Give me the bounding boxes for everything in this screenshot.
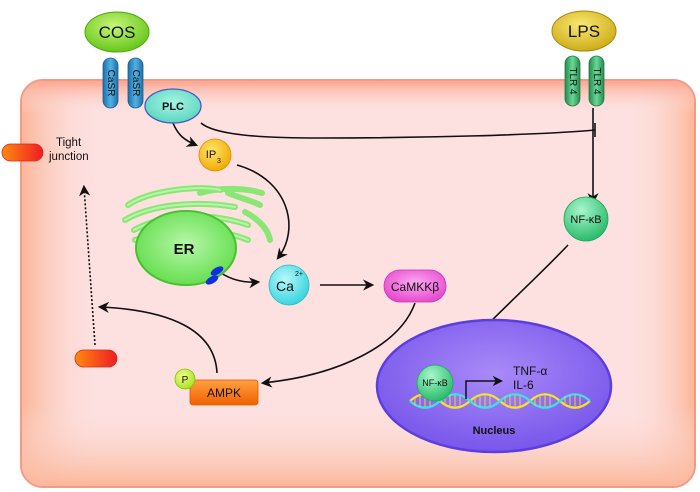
casr-receptor-2: CaSR [127,57,144,109]
calcium-label: Ca [276,278,294,294]
transcription-arrow [465,375,504,399]
calcium-ion-node: Ca 2+ [268,264,310,306]
tight-junction-label-2: junction [48,151,89,163]
ampk-node: AMPK P [174,368,259,406]
arrow-plc-to-ip3 [172,122,199,147]
camkkb-node: CaMKKβ [383,269,447,303]
phosphate-label: P [182,375,189,386]
tnf-alpha-label: TNF-α [513,364,547,378]
tlr4-label: TLR 4 [567,67,578,95]
nfkb-cytoplasmic-node: NF-κB [563,196,609,242]
lps-ligand: LPS [551,10,617,52]
nucleus: NF-κB TNF-α IL-6 Nucleus [375,318,613,454]
casr-label: CaSR [105,70,116,97]
calcium-charge: 2+ [295,271,303,278]
ip3-receptor-channel-icon [205,275,219,285]
er-label: ER [174,241,195,258]
casr-label: CaSR [130,70,141,97]
casr-receptor-1: CaSR [102,57,119,109]
tlr4-receptor-1: TLR 4 [564,55,581,107]
tight-junction-protein-icon [1,143,44,162]
ip3-node: IP 3 [198,138,232,172]
arrow-ampk-to-junction [97,301,218,374]
ampk-label: AMPK [207,386,241,400]
arrow-er-to-ca [220,272,261,289]
tlr4-label: TLR 4 [591,67,602,95]
cos-ligand: COS [84,11,150,53]
camkkb-label: CaMKKβ [391,280,439,294]
inhibit-plc-to-nfkb [200,122,596,139]
tight-junction-label-1: Tight [56,137,82,149]
arrow-ip3-to-er [236,164,290,260]
arrow-camkk-to-ampk [260,302,416,388]
nucleus-label: Nucleus [473,425,516,437]
ip3-label: IP [206,149,216,161]
cell [20,79,696,488]
il6-label: IL-6 [513,378,534,392]
tlr4-receptor-2: TLR 4 [588,55,605,107]
cytosolic-junction-protein-icon [74,349,118,368]
cos-label: COS [99,23,136,42]
nfkb-nuclear-node [416,364,454,402]
phosphate-group-icon [174,368,196,390]
nfkb-label: NF-κB [570,214,601,226]
nfkb-nuclear-label: NF-κB [422,378,448,388]
dna-helix-icon [409,393,591,409]
tight-junction: Tight junction [1,137,89,163]
er-organelle: ER [135,210,237,286]
lps-label: LPS [568,22,600,41]
plc-node: PLC [144,88,202,124]
ip3-subscript: 3 [217,158,221,165]
ip3-receptor-channel-icon [210,266,224,276]
plc-label: PLC [162,101,184,113]
